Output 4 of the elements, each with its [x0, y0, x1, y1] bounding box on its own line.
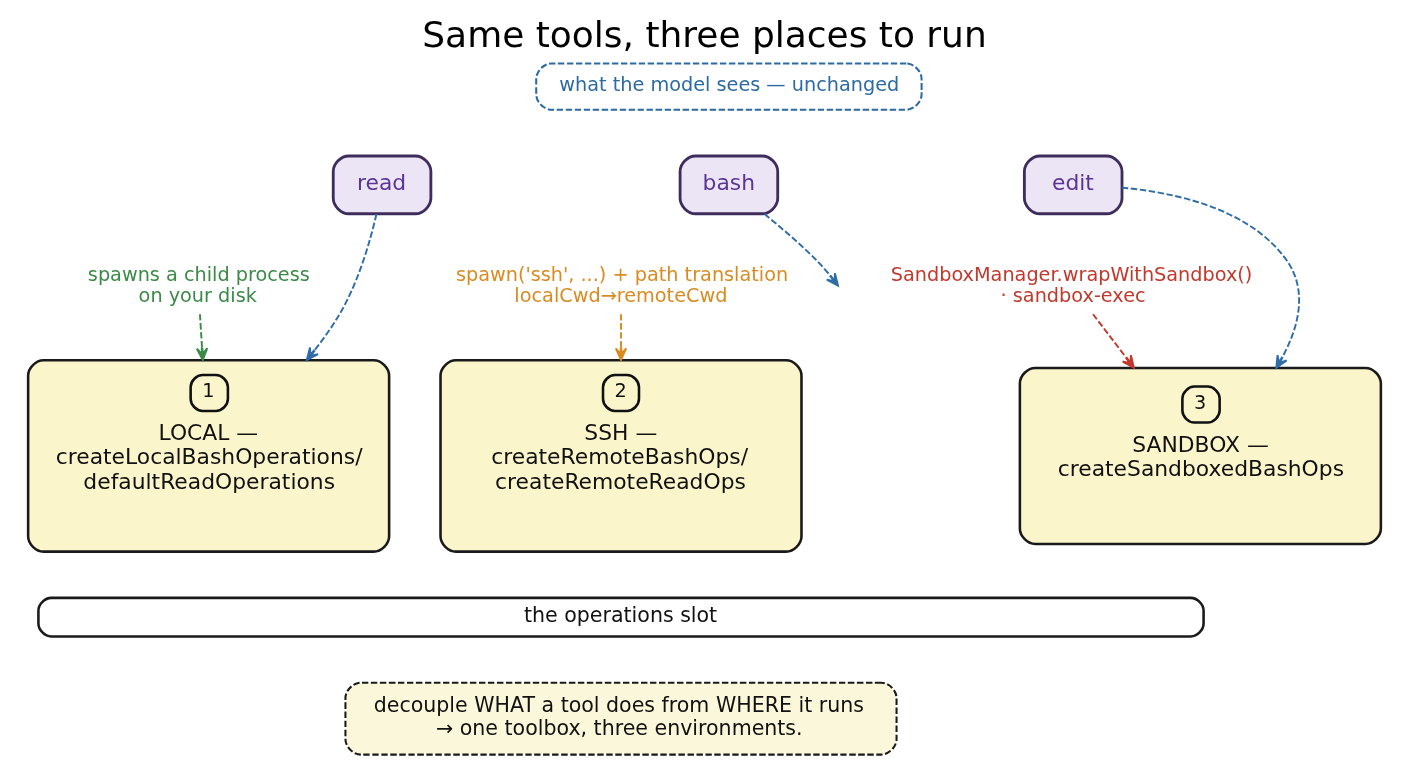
- node-text: spawn('ssh', ...) + path translation localCwd→remoteCwd: [455, 262, 788, 308]
- diagram-title: Same tools, three places to run: [421, 14, 987, 56]
- node-text: SandboxManager.wrapWithSandbox() · sandbox-exec: [890, 262, 1252, 308]
- node-text: spawns a child process on your disk: [87, 262, 310, 308]
